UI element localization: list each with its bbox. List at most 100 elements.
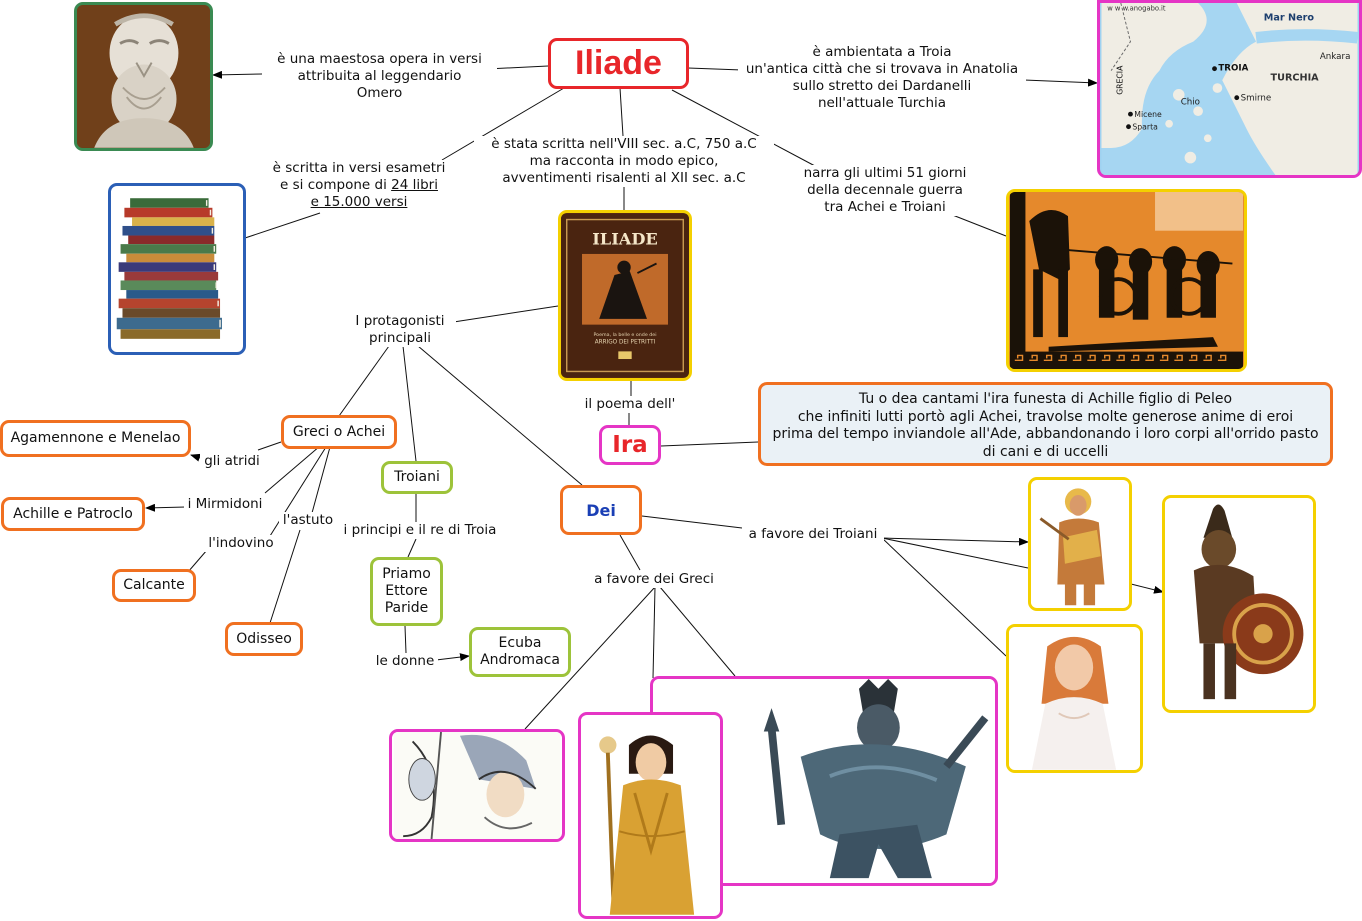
book-cover-author: ARRIGO DEI PETRITTI: [595, 340, 656, 346]
ecuba-line: Ecuba: [498, 635, 542, 651]
agamennone-node[interactable]: Agamennone e Menelao: [0, 420, 191, 457]
label-troia: è ambientata a Troia un'antica città che…: [738, 44, 1026, 112]
label-line: principali: [369, 330, 431, 346]
label-versi: è scritta in versi esametri e si compone…: [258, 160, 460, 211]
ecuba-line: Andromaca: [480, 652, 560, 668]
warriors-drawing: [1009, 192, 1244, 369]
map-label-smirne: Smirne: [1241, 94, 1272, 104]
apollo-drawing: [1031, 480, 1129, 608]
label-line: avventimenti risalenti al XII sec. a.C: [502, 170, 746, 186]
map-label-micene: Micene: [1134, 110, 1162, 119]
achille-text: Achille e Patroclo: [13, 505, 133, 522]
omero-bust-image[interactable]: [74, 2, 213, 151]
priamo-line: Paride: [384, 600, 429, 616]
achille-node[interactable]: Achille e Patroclo: [1, 497, 145, 531]
title-text: Iliade: [575, 44, 662, 82]
map-label-turchia: TURCHIA: [1271, 72, 1320, 83]
label-principi: i principi e il re di Troia: [336, 522, 504, 539]
odisseo-text: Odisseo: [236, 630, 292, 647]
ira-text: Ira: [612, 431, 648, 458]
proemio-line: Tu o dea cantami l'ira funesta di Achill…: [858, 391, 1233, 407]
label-line: è ambientata a Troia: [812, 44, 952, 60]
map-label-mar-nero: Mar Nero: [1264, 12, 1315, 23]
omero-bust-drawing: [77, 5, 210, 148]
proemio-line: prima del tempo inviandole all'Ade, abba…: [772, 426, 1319, 442]
label-line: tra Achei e Troiani: [824, 199, 946, 215]
proemio-node[interactable]: Tu o dea cantami l'ira funesta di Achill…: [758, 382, 1333, 466]
label-atridi: gli atridi: [200, 453, 264, 470]
book-cover-title: ILIADE: [592, 229, 658, 248]
books-drawing: [116, 198, 222, 339]
label-mirmidoni: i Mirmidoni: [184, 496, 266, 513]
label-line: ma racconta in modo epico,: [529, 153, 719, 169]
books-image[interactable]: [108, 183, 246, 355]
label-line: e si compone di 24 libri: [258, 177, 460, 194]
calcante-node[interactable]: Calcante: [112, 569, 196, 602]
priamo-node[interactable]: Priamo Ettore Paride: [370, 557, 443, 626]
priamo-line: Priamo: [382, 566, 431, 582]
afrodite-image[interactable]: [1006, 624, 1143, 773]
label-line: è stata scritta nell'VIII sec. a.C, 750 …: [491, 136, 757, 152]
map-label-chio: Chio: [1181, 97, 1200, 107]
odisseo-node[interactable]: Odisseo: [225, 622, 303, 656]
map-label-troia: TROIA: [1218, 64, 1248, 74]
label-line: sullo stretto dei Dardanelli: [792, 78, 972, 94]
label-line: della decennale guerra: [807, 182, 963, 198]
label-line: narra gli ultimi 51 giorni: [803, 165, 967, 181]
label-line: è scritta in versi esametri: [272, 160, 446, 176]
troiani-text: Troiani: [394, 469, 440, 485]
ares-warrior-image[interactable]: [1162, 495, 1316, 713]
ecuba-node[interactable]: Ecuba Andromaca: [469, 627, 571, 677]
book-cover-drawing: ILIADE Poema, la belle e onde dei ARRIGO…: [561, 213, 689, 378]
atena-drawing: [393, 732, 561, 839]
era-image[interactable]: [578, 712, 723, 919]
label-underlined: e 15.000 versi: [310, 194, 408, 210]
priamo-line: Ettore: [385, 583, 428, 599]
ares-drawing: [1165, 499, 1313, 709]
troia-map-image[interactable]: w w w.anogabo.it Mar Nero Ankara TROIA T…: [1097, 0, 1362, 178]
troiani-node[interactable]: Troiani: [381, 461, 453, 494]
era-drawing: [581, 716, 720, 915]
label-line: I protagonisti: [355, 313, 445, 329]
label-protagonisti: I protagonisti principali: [344, 313, 456, 347]
map-label-ankara: Ankara: [1320, 52, 1351, 62]
greci-node[interactable]: Greci o Achei: [281, 415, 397, 449]
label-line: un'antica città che si trovava in Anatol…: [745, 61, 1019, 77]
label-poema: il poema dell': [578, 396, 682, 413]
agamennone-text: Agamennone e Menelao: [10, 430, 181, 446]
map-label-sparta: Sparta: [1132, 123, 1158, 132]
iliade-book-cover-image[interactable]: ILIADE Poema, la belle e onde dei ARRIGO…: [558, 210, 692, 381]
map-watermark: w w w.anogabo.it: [1107, 5, 1166, 13]
label-line: e 15.000 versi: [258, 194, 460, 211]
label-indovino: l'indovino: [204, 535, 278, 552]
proemio-line: di cani e di uccelli: [982, 443, 1109, 460]
calcante-text: Calcante: [123, 577, 185, 593]
warriors-vase-image[interactable]: [1006, 189, 1247, 372]
label-scritta: è stata scritta nell'VIII sec. a.C, 750 …: [474, 136, 774, 187]
ira-node[interactable]: Ira: [599, 425, 661, 465]
label-favore-greci: a favore dei Greci: [588, 571, 720, 588]
label-omero: è una maestosa opera in versi attribuita…: [262, 51, 497, 102]
label-astuto: l'astuto: [279, 512, 337, 529]
label-narra: narra gli ultimi 51 giorni della decenna…: [790, 165, 980, 216]
label-underlined: 24 libri: [391, 177, 438, 193]
atena-image[interactable]: [389, 729, 565, 842]
title-node[interactable]: Iliade: [548, 38, 689, 89]
afrodite-drawing: [1009, 627, 1140, 770]
greci-text: Greci o Achei: [292, 423, 386, 440]
label-line: è una maestosa opera in versi: [277, 51, 482, 67]
label-favore-troiani: a favore dei Troiani: [742, 526, 884, 543]
dei-node[interactable]: Dei: [560, 485, 642, 535]
dei-text: Dei: [586, 500, 616, 520]
label-line: Omero: [356, 85, 403, 101]
proemio-line: che infiniti lutti portò agli Achei, tra…: [797, 408, 1294, 425]
label-line: nell'attuale Turchia: [817, 95, 947, 111]
label-line: attribuita al leggendario: [297, 68, 462, 84]
label-fragment: e si compone di: [280, 177, 392, 193]
book-cover-subtitle: Poema, la belle e onde dei: [593, 332, 656, 338]
map-label-grecia: GRECIA: [1116, 65, 1125, 95]
map-drawing: w w w.anogabo.it Mar Nero Ankara TROIA T…: [1101, 3, 1359, 175]
label-donne: le donne: [372, 653, 438, 670]
apollo-image[interactable]: [1028, 477, 1132, 611]
